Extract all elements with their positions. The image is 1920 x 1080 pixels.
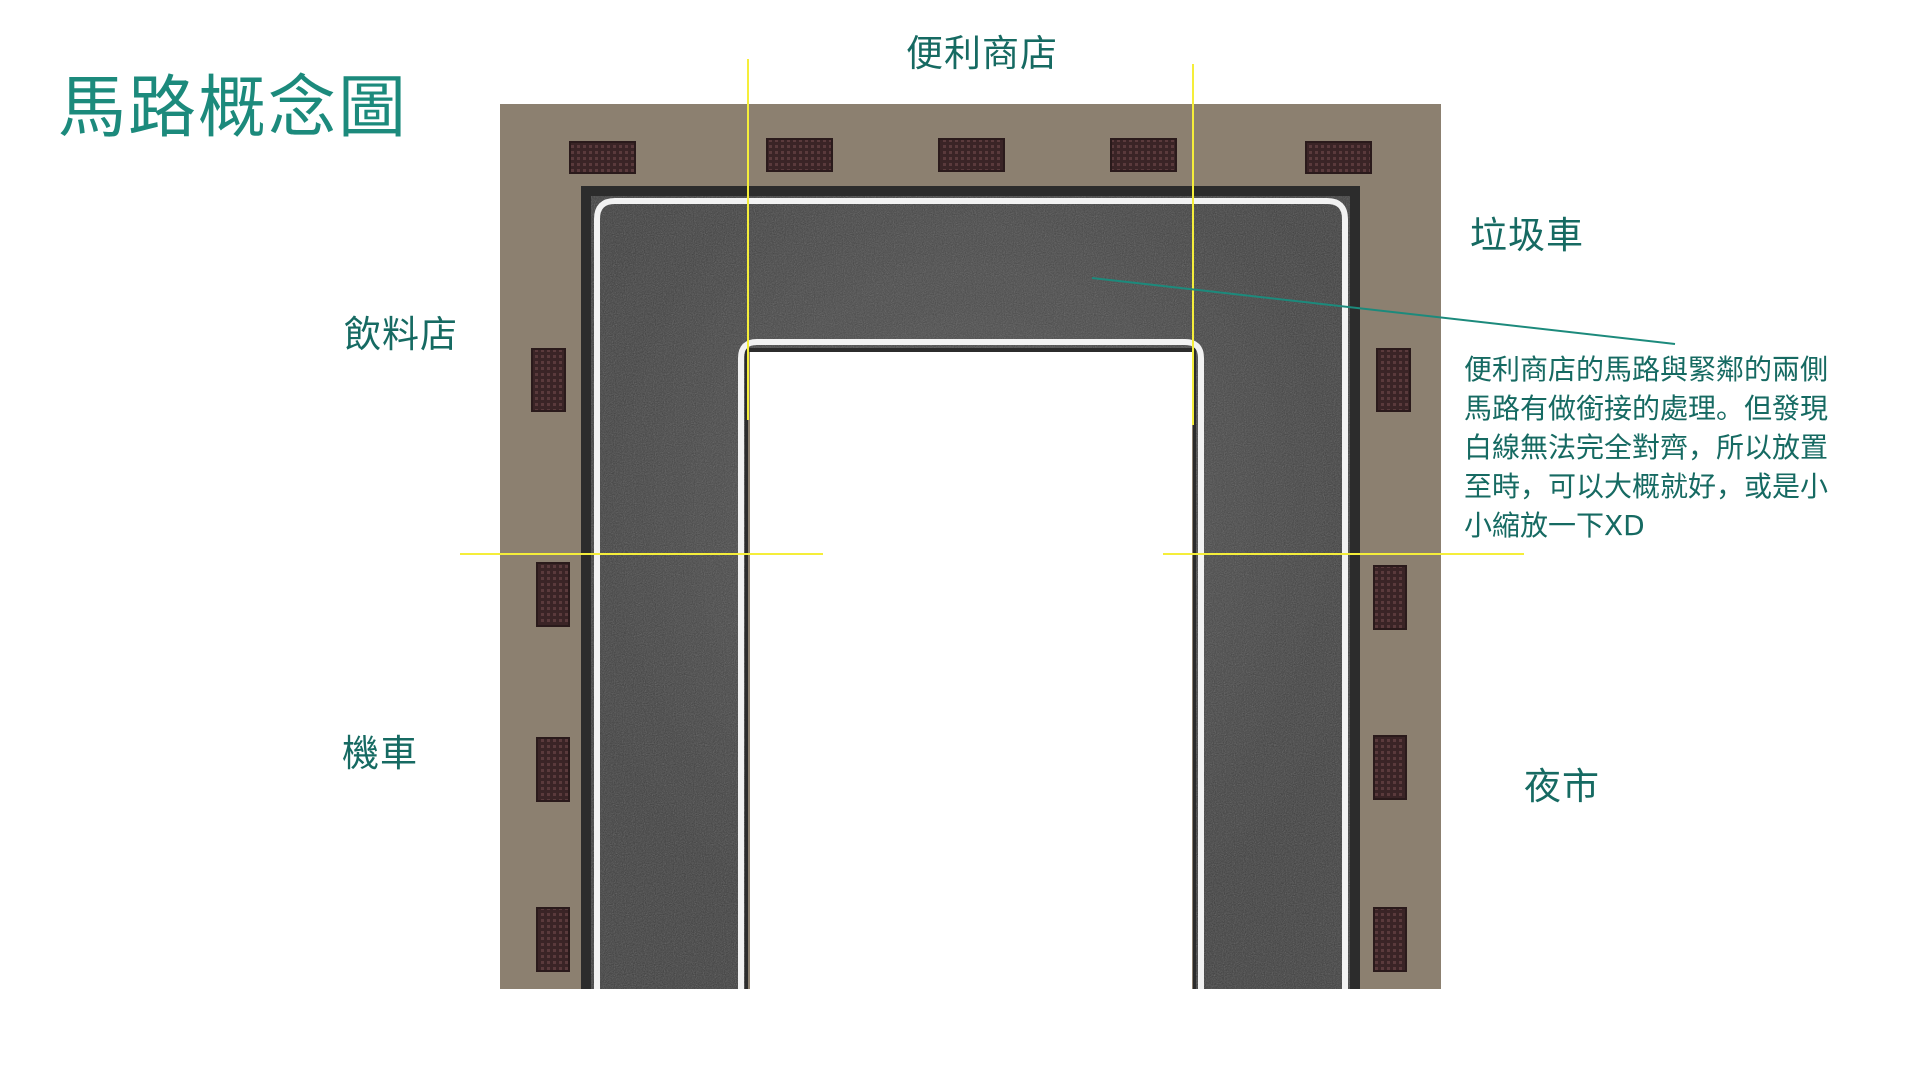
callout-line [1091, 277, 1676, 345]
drain-grate-icon [1373, 735, 1407, 800]
drain-grate-icon [536, 737, 570, 802]
label-garbage-truck: 垃圾車 [1470, 214, 1584, 257]
drain-grate-icon [1110, 138, 1177, 172]
drain-grate-icon [536, 562, 570, 627]
drain-grate-icon [536, 907, 570, 972]
drain-grate-icon [1373, 565, 1407, 630]
drain-grate-icon [531, 348, 566, 412]
note-line: 小縮放一下XD [1464, 509, 1645, 542]
drain-grate-icon [1376, 348, 1411, 412]
label-drink-shop: 飲料店 [344, 313, 458, 356]
label-scooter: 機車 [342, 732, 418, 775]
drain-grate-icon [938, 138, 1005, 172]
drain-grate-icon [1305, 141, 1372, 174]
inner-lane-line [738, 339, 1204, 989]
drain-grate-icon [766, 138, 833, 172]
drain-grate-icon [569, 141, 636, 174]
drain-grate-icon [1373, 907, 1407, 972]
page-title: 馬路概念圖 [58, 69, 409, 148]
note-line: 白線無法完全對齊，所以放置 [1464, 431, 1829, 464]
inner-block [750, 352, 1192, 992]
note-line: 便利商店的馬路與緊鄰的兩側 [1464, 353, 1829, 386]
outer-lane-line [594, 198, 1348, 989]
note-line: 至時，可以大概就好，或是小 [1464, 470, 1829, 503]
annotation-note: 便利商店的馬路與緊鄰的兩側 馬路有做銜接的處理。但發現 白線無法完全對齊，所以放… [1464, 350, 1904, 545]
label-convenience-store: 便利商店 [906, 32, 1058, 75]
note-line: 馬路有做銜接的處理。但發現 [1464, 392, 1829, 425]
label-night-market: 夜市 [1524, 765, 1600, 808]
